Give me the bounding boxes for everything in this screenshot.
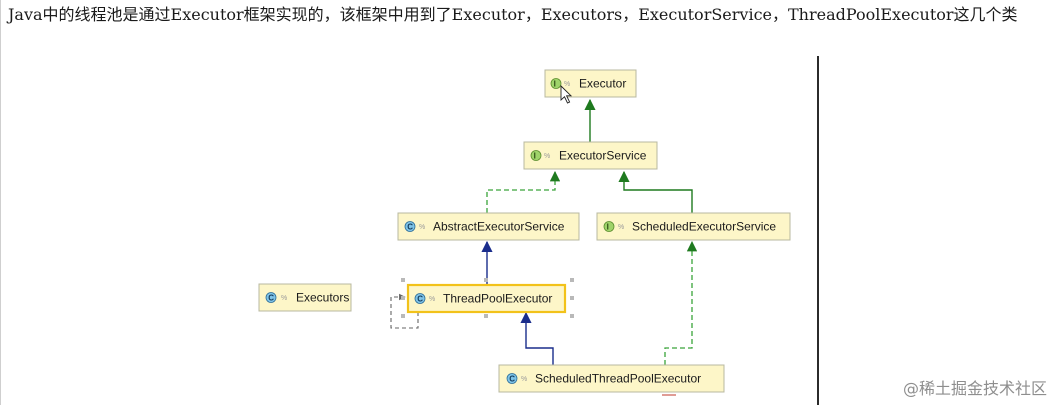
node-scheduledthreadpoolexecutor-label: ScheduledThreadPoolExecutor bbox=[535, 372, 701, 386]
class-icon bbox=[414, 293, 426, 304]
node-abstractexecutorservice-label: AbstractExecutorService bbox=[433, 220, 565, 234]
node-executorservice-label: ExecutorService bbox=[559, 149, 647, 163]
interface-icon bbox=[530, 150, 542, 161]
package-icon: % bbox=[618, 224, 624, 231]
node-threadpoolexecutor[interactable]: C % ThreadPoolExecutor bbox=[406, 283, 567, 314]
interface-glyph: I bbox=[534, 151, 536, 160]
selection-handles[interactable] bbox=[401, 278, 574, 318]
interface-icon bbox=[603, 221, 615, 232]
node-executors-label: Executors bbox=[296, 291, 349, 305]
mouse-pointer-icon bbox=[560, 84, 573, 104]
class-glyph: C bbox=[509, 374, 515, 383]
node-scheduledthreadpoolexecutor[interactable]: C % ScheduledThreadPoolExecutor bbox=[498, 364, 725, 393]
caption-text: Java中的线程池是通过Executor框架实现的，该框架中用到了Executo… bbox=[8, 5, 1018, 24]
class-icon bbox=[506, 373, 518, 384]
node-scheduledexecutorservice-label: ScheduledExecutorService bbox=[632, 220, 776, 234]
node-threadpoolexecutor-label: ThreadPoolExecutor bbox=[443, 292, 552, 306]
package-icon: % bbox=[419, 224, 425, 231]
node-executor-label: Executor bbox=[579, 77, 626, 91]
interface-glyph: I bbox=[607, 222, 609, 231]
package-icon: % bbox=[429, 296, 435, 303]
edge-abstractexecutorservice-executorservice bbox=[486, 170, 561, 213]
package-icon: % bbox=[521, 376, 527, 383]
edge-scheduledexecutorservice-executorservice bbox=[618, 170, 693, 213]
edge-scheduledthreadpoolexecutor-threadpoolexecutor bbox=[520, 311, 554, 365]
node-executors[interactable]: C % Executors bbox=[258, 283, 352, 312]
package-icon: % bbox=[544, 153, 550, 160]
node-executor[interactable]: I % Executor bbox=[544, 69, 637, 98]
node-scheduledexecutorservice[interactable]: I % ScheduledExecutorService bbox=[596, 212, 791, 241]
interface-glyph: I bbox=[554, 79, 556, 88]
diagram-right-border bbox=[817, 56, 819, 405]
class-glyph: C bbox=[417, 294, 423, 303]
interface-icon bbox=[550, 78, 562, 89]
watermark-text: @稀土掘金技术社区 bbox=[902, 379, 1047, 398]
page-left-rule bbox=[0, 0, 1, 405]
package-icon: % bbox=[564, 81, 570, 88]
node-executorservice[interactable]: I % ExecutorService bbox=[523, 141, 658, 170]
class-icon bbox=[265, 292, 277, 303]
class-icon bbox=[404, 221, 416, 232]
package-icon: % bbox=[281, 295, 287, 302]
class-glyph: C bbox=[268, 293, 274, 302]
class-glyph: C bbox=[407, 222, 413, 231]
edge-scheduledthreadpoolexecutor-scheduledexecutorservice bbox=[664, 240, 698, 365]
edge-threadpoolexecutor-self bbox=[390, 293, 419, 329]
node-abstractexecutorservice[interactable]: C % AbstractExecutorService bbox=[397, 212, 580, 241]
